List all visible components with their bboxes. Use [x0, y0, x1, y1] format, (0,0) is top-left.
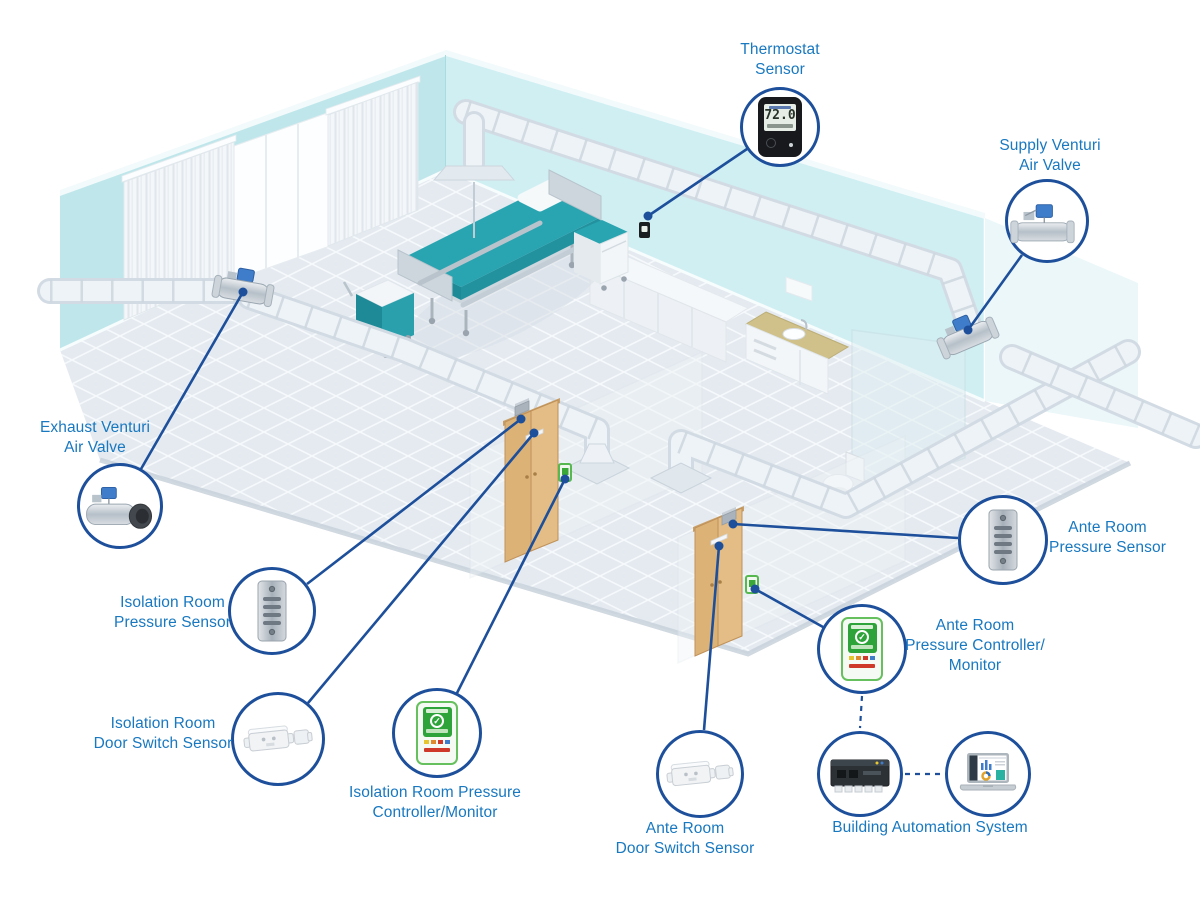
isolation-room-door [503, 398, 560, 563]
pressure-sensor-icon [257, 580, 287, 642]
floor-diffuser-isolation [563, 443, 631, 485]
wall-thermostat [639, 222, 650, 238]
callout-exhaust-venturi [77, 463, 163, 549]
check-icon: ✓ [855, 630, 869, 644]
label-ante-door-switch: Ante Room Door Switch Sensor [615, 820, 755, 858]
label-isolation-pressure-sensor: Isolation Room Pressure Sensor [114, 594, 231, 632]
laptop-icon [959, 753, 1017, 791]
check-icon: ✓ [430, 714, 444, 728]
hospital-bed [397, 169, 612, 363]
callout-bas-controller [817, 731, 903, 817]
thermostat-display: 72.0 [764, 108, 796, 123]
pressure-controller-icon: ✓ [841, 617, 883, 681]
bedside-cabinet [574, 220, 629, 291]
pressure-controller-icon: ✓ [416, 701, 458, 765]
callout-isolation-pressure-controller: ✓ [392, 688, 482, 778]
curtain-left [121, 134, 237, 321]
exhaust-venturi-icon [86, 486, 153, 529]
label-building-automation-system: Building Automation System [832, 819, 1028, 836]
label-isolation-pressure-controller: Isolation Room Pressure Controller/Monit… [348, 784, 521, 822]
callout-ante-door-switch [656, 730, 744, 818]
ante-room-door [693, 506, 744, 657]
callout-ante-pressure-controller: ✓ [817, 604, 907, 694]
label-ante-pressure-sensor: Ante Room Pressure Sensor [1049, 519, 1166, 557]
ante-door-switch [710, 533, 728, 546]
callout-thermostat-sensor: 72.0 [740, 87, 820, 167]
callout-isolation-pressure-sensor [228, 567, 316, 655]
ante-door-pressure-sensor [721, 507, 737, 526]
brand-logo [849, 664, 875, 668]
callout-supply-venturi [1005, 179, 1089, 263]
callout-connectors [139, 147, 1024, 776]
counter-cabinet [588, 249, 750, 363]
label-thermostat-sensor: Thermostat Sensor [740, 41, 820, 79]
label-supply-venturi: Supply Venturi Air Valve [999, 137, 1101, 175]
supply-venturi-icon [1010, 204, 1075, 244]
label-ante-pressure-controller: Ante Room Pressure Controller/ Monitor [905, 617, 1045, 675]
ceiling-supply-duct [432, 99, 981, 335]
callout-isolation-door-switch [231, 692, 325, 786]
door-switch-icon [243, 725, 313, 752]
bas-controller-icon [830, 759, 890, 793]
label-exhaust-venturi: Exhaust Venturi Air Valve [39, 419, 151, 457]
sink-vanity [744, 276, 850, 395]
label-isolation-door-switch: Isolation Room Door Switch Sensor [93, 715, 233, 753]
door-switch-icon [666, 760, 734, 787]
brand-logo [424, 748, 450, 752]
curtain-right [325, 75, 421, 247]
callout-bas-laptop [945, 731, 1031, 817]
supply-duct [999, 344, 1200, 449]
isolation-door-pressure-sensor [514, 398, 530, 417]
floor-diffuser-ante [649, 462, 713, 494]
thermostat-icon: 72.0 [758, 97, 802, 157]
ante-duct [668, 339, 1141, 519]
callout-ante-pressure-sensor [958, 495, 1048, 585]
callout-anchor-dots [238, 211, 973, 594]
pressure-sensor-icon [988, 509, 1018, 571]
